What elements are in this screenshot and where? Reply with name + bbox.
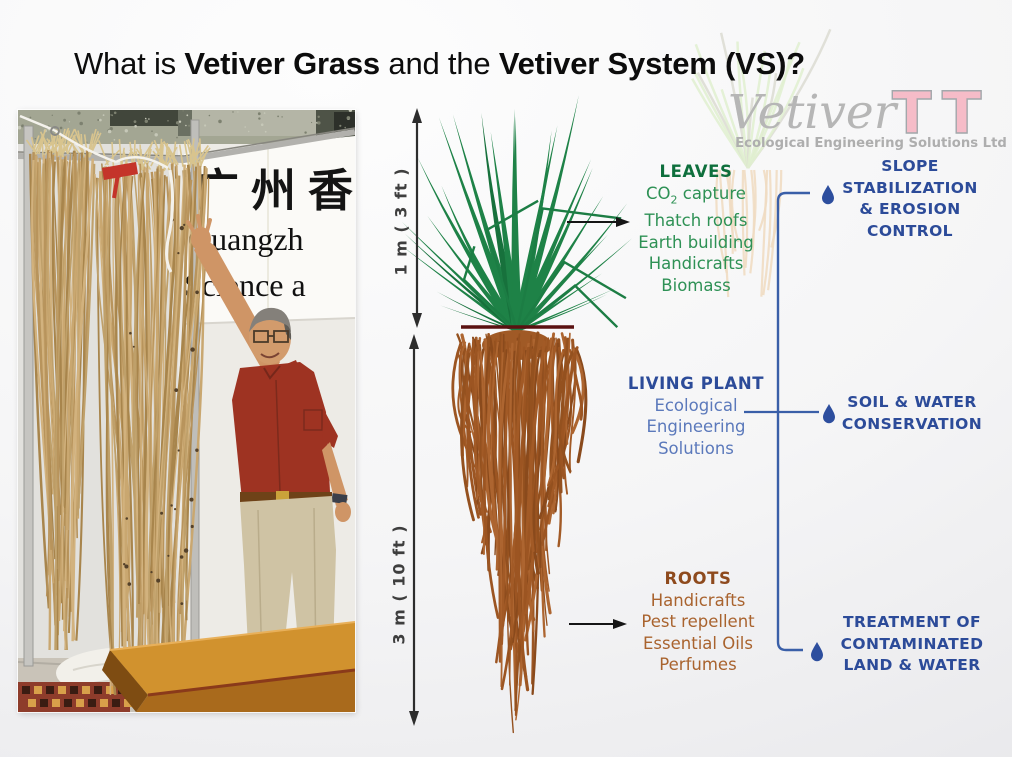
wooden-table — [102, 621, 356, 712]
grass-leaves-illustration — [401, 95, 633, 332]
logo-subtitle: Ecological Engineering Solutions Ltd — [735, 136, 1007, 151]
benefit-slope-stabilization: SLOPE STABILIZATION & EROSION CONTROL — [820, 156, 1000, 242]
living-plant-item: Engineering — [646, 417, 746, 436]
benefit-line: STABILIZATION — [842, 178, 978, 197]
leaves-item: Earth building — [638, 232, 754, 252]
leaves-header: LEAVES — [659, 162, 733, 181]
benefit-treatment-contaminated: TREATMENT OF CONTAMINATED LAND & WATER — [822, 612, 1002, 677]
exhibition-banner: 广州香 Guangzh Science a — [183, 136, 356, 325]
page-title: What is Vetiver Grass and the Vetiver Sy… — [74, 46, 805, 82]
root-depth-label: 3 m ( 10 ft ) — [389, 524, 409, 645]
roots-item: Perfumes — [659, 655, 737, 674]
roots-label-block: ROOTS Handicrafts Pest repellent Essenti… — [603, 568, 793, 676]
roots-illustration — [451, 330, 588, 734]
leaves-item-co2: CO2 capture — [646, 183, 746, 206]
benefit-line: SOIL & WATER — [847, 393, 977, 411]
benefit-line: LAND & WATER — [843, 656, 981, 674]
logo-wordmark: Vetiver — [728, 85, 899, 140]
logo-tt-mark: TT — [892, 79, 990, 147]
root-bundle-center — [94, 138, 211, 696]
frame-post-left — [23, 125, 34, 667]
benefit-line: CONTAMINATED — [840, 634, 984, 653]
benefit-line: CONTROL — [867, 221, 953, 240]
hanging-rope — [19, 114, 175, 273]
living-plant-item: Ecological — [654, 395, 738, 415]
roots-header: ROOTS — [664, 569, 732, 588]
benefit-line: TREATMENT OF — [843, 613, 981, 631]
logo: Vetiver TT Ecological Engineering Soluti… — [728, 78, 1007, 151]
leaves-item: Biomass — [661, 275, 731, 295]
roots-item: Pest repellent — [641, 612, 755, 631]
shoot-height-arrow — [412, 108, 422, 328]
living-plant-item: Solutions — [658, 438, 734, 458]
red-tie — [102, 162, 138, 199]
leaves-item: Handicrafts — [648, 254, 744, 274]
shoot-height-label: 1 m ( 3 ft ) — [391, 167, 411, 276]
title-text: and the — [379, 45, 499, 81]
roots-item: Handicrafts — [650, 590, 746, 610]
root-depth-arrow — [409, 334, 419, 726]
benefit-line: SLOPE — [881, 157, 939, 175]
living-plant-label-block: LIVING PLANT Ecological Engineering Solu… — [600, 373, 792, 459]
roots-item: Essential Oils — [643, 633, 753, 653]
benefit-soil-water-conservation: SOIL & WATER CONSERVATION — [822, 392, 1002, 435]
title-bold-vetiver-grass: Vetiver Grass — [184, 45, 380, 81]
root-bundle-left — [25, 127, 102, 651]
title-text: What is — [74, 45, 185, 81]
carpet — [18, 682, 132, 712]
vetiver-roots-photo: 广州香 Guangzh Science a — [17, 108, 356, 712]
leaves-label-block: LEAVES CO2 capture Thatch roofs Earth bu… — [600, 161, 792, 296]
living-plant-header: LIVING PLANT — [627, 374, 765, 393]
photo-scene: 广州香 Guangzh Science a — [17, 108, 356, 712]
benefit-line: & EROSION — [859, 200, 961, 218]
banner-chinese-text: 广州香 — [194, 164, 355, 217]
leaves-item: Thatch roofs — [644, 211, 748, 231]
benefit-line: CONSERVATION — [841, 414, 983, 433]
title-bold-vetiver-system: Vetiver System (VS)? — [498, 45, 805, 81]
